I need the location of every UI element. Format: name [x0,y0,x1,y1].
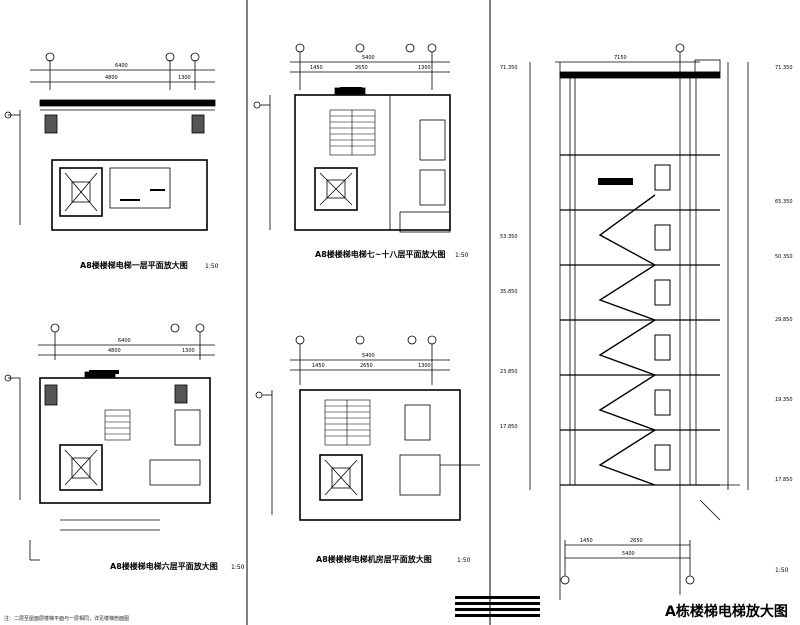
elevation-mark: 17.850 [500,424,518,430]
dim-plan2-b: 2650 [355,65,368,71]
plan-4-title: A8楼楼梯电梯机房层平面放大图 [316,555,432,564]
dim-section-bot-total: 5400 [622,551,635,557]
dim-plan4-b: 2650 [360,363,373,369]
dim-plan2-a: 1450 [310,65,323,71]
dim-plan4-c: 1300 [418,363,431,369]
plan-4 [255,335,480,521]
elevation-mark: 17.850 [775,477,793,483]
plan-3 [4,323,215,561]
elevation-mark: 19.350 [775,397,793,403]
dim-section-bot-a: 1450 [580,538,593,544]
annotation-bar [598,178,633,185]
elevation-mark: 71.350 [775,65,793,71]
dim-plan2-top: 5400 [362,55,375,61]
plan-3-scale: 1:50 [231,564,245,571]
dim-plan4-a: 1450 [312,363,325,369]
plan-1-scale: 1:50 [205,263,219,270]
elevation-mark: 35.850 [500,289,518,295]
dim-section-top: 7150 [614,55,627,61]
dim-plan4-top: 5400 [362,353,375,359]
annotation-bar [340,87,362,92]
dim-plan2-c: 1300 [418,65,431,71]
dim-plan1-a: 4800 [105,75,118,81]
dim-plan3-a: 4800 [108,348,121,354]
elevation-mark: 50.350 [775,254,793,260]
elevation-mark: 53.350 [500,234,518,240]
sheet-main-title: A栋楼梯电梯放大图 [665,604,788,620]
plan-4-scale: 1:50 [457,557,471,564]
footnote: 注：二层至屋面层楼梯平面与一层相同，详见楼梯剖面图 [4,616,130,622]
section-scale: 1:50 [775,567,789,574]
dim-plan3-top: 6400 [118,338,131,344]
plan-1 [4,52,216,231]
section-elevation [529,43,749,600]
dim-plan1-b: 1300 [178,75,191,81]
plan-2-scale: 1:50 [455,252,469,259]
dim-section-bot-b: 2650 [630,538,643,544]
elevation-mark: 65.350 [775,199,793,205]
sheet-dividers [246,0,491,625]
dim-plan3-b: 1300 [182,348,195,354]
elevation-mark: 71.350 [500,65,518,71]
plan-2 [253,43,451,233]
plan-1-title: A8楼楼梯电梯一层平面放大图 [80,261,188,270]
dim-plan1-top: 6400 [115,63,128,69]
plan-2-title: A8楼楼梯电梯七~十八层平面放大图 [315,250,446,259]
elevation-mark: 29.850 [775,317,793,323]
legend-bars [455,596,540,617]
plan-3-title: A8楼楼梯电梯六层平面放大图 [110,562,218,571]
annotation-bar [89,370,119,374]
elevation-mark: 23.850 [500,369,518,375]
